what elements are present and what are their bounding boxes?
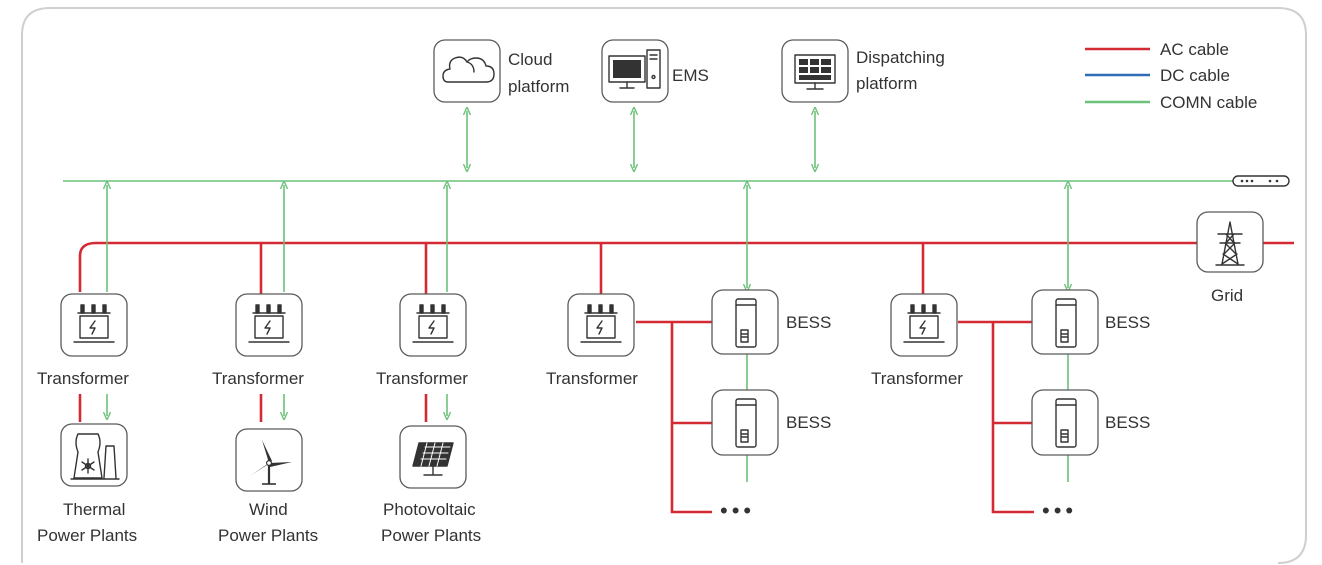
ems-label: EMS [672, 66, 709, 85]
ems-node: EMS [601, 39, 709, 103]
bess-label: BESS [1105, 313, 1150, 332]
transformer-label: Transformer [212, 369, 304, 388]
thermal-plant-label-line1: Thermal [63, 500, 125, 519]
bess-label: BESS [1105, 413, 1150, 432]
computer-icon [608, 49, 661, 89]
ac-bus [78, 241, 1294, 292]
wind-plant-label-line2: Power Plants [218, 526, 318, 545]
cloud-platform-label-line2: platform [508, 77, 569, 96]
battery-cabinet-icon [735, 398, 757, 448]
dispatching-platform-node: Dispatching platform [781, 39, 945, 103]
transformer-node: Transformer [212, 293, 304, 388]
bess-label: BESS [786, 313, 831, 332]
ac-cables [78, 243, 1034, 514]
transformer-node: Transformer [376, 293, 468, 388]
cloud-icon [442, 56, 495, 83]
bess-node: BESS [711, 389, 831, 456]
bess-node: BESS [1031, 389, 1150, 456]
legend-ac-label: AC cable [1160, 40, 1229, 59]
transformer-label: Transformer [37, 369, 129, 388]
battery-cabinet-icon [1055, 398, 1077, 448]
transformer-icon [412, 304, 454, 343]
bess-node: BESS [1031, 289, 1150, 355]
bess-label: BESS [786, 413, 831, 432]
photovoltaic-plant-label-line1: Photovoltaic [383, 500, 476, 519]
continuation-dots: ••• [1042, 498, 1077, 523]
monitor-icon [794, 54, 836, 90]
dispatching-platform-label-line1: Dispatching [856, 48, 945, 67]
legend: AC cable DC cable COMN cable [1085, 40, 1257, 112]
transformer-node: Transformer [871, 293, 963, 388]
photovoltaic-power-plant-node: Photovoltaic Power Plants [381, 425, 481, 545]
thermal-power-plant-node: Thermal Power Plants [37, 423, 137, 545]
thermal-plant-icon [70, 433, 120, 480]
bess-node: BESS [711, 289, 831, 355]
battery-cabinet-icon [1055, 298, 1077, 348]
bus-terminator-icon [1232, 175, 1290, 187]
bus-terminator-dots [1240, 179, 1279, 183]
wind-power-plant-node: Wind Power Plants [218, 428, 318, 545]
cloud-platform-node: Cloud platform [433, 39, 569, 103]
transformer-node: Transformer [37, 293, 129, 388]
diagram-frame [21, 7, 1307, 564]
transformer-icon [73, 304, 115, 343]
grid-label: Grid [1211, 286, 1243, 305]
comn-bus [63, 175, 1290, 187]
transformer-icon [903, 304, 945, 343]
solar-panel-icon [412, 442, 454, 476]
wind-plant-label-line1: Wind [249, 500, 288, 519]
grid-node: Grid [1196, 211, 1264, 305]
transformer-label: Transformer [376, 369, 468, 388]
dispatching-platform-label-line2: platform [856, 74, 917, 93]
battery-cabinet-icon [735, 298, 757, 348]
transformer-label: Transformer [871, 369, 963, 388]
legend-dc-label: DC cable [1160, 66, 1230, 85]
photovoltaic-plant-label-line2: Power Plants [381, 526, 481, 545]
continuation-dots: ••• [720, 498, 755, 523]
transformer-label: Transformer [546, 369, 638, 388]
comn-cables [107, 111, 1068, 482]
transformer-icon [248, 304, 290, 343]
wind-turbine-icon [250, 440, 292, 485]
transmission-tower-icon [1215, 221, 1245, 266]
transformer-node: Transformer [546, 293, 638, 388]
thermal-plant-label-line2: Power Plants [37, 526, 137, 545]
legend-comn-label: COMN cable [1160, 93, 1257, 112]
cloud-platform-label-line1: Cloud [508, 50, 552, 69]
transformer-icon [580, 304, 622, 343]
